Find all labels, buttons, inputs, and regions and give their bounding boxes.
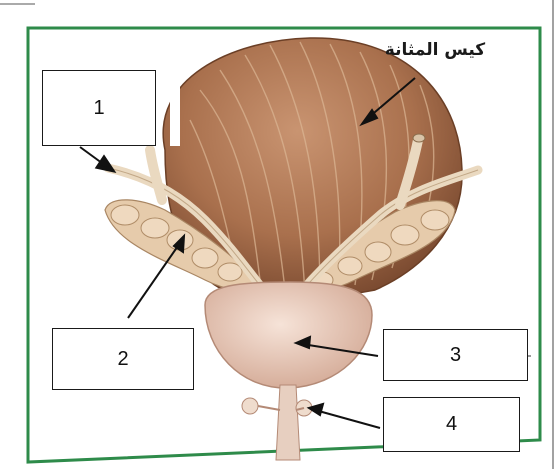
arrow-1-head: [98, 158, 112, 170]
ureter-right-opening: [413, 134, 425, 142]
box-3-number: 3: [450, 344, 461, 367]
prostate-gland: [205, 282, 372, 388]
ureter-left: [150, 150, 162, 200]
box-4-number: 4: [446, 413, 457, 436]
urethra: [276, 385, 300, 460]
box-1-number: 1: [93, 97, 104, 120]
white-bar: [170, 70, 180, 146]
box-2-number: 2: [117, 348, 128, 371]
bladder-sac-label: كيس المثانة: [360, 40, 510, 60]
answer-box-4[interactable]: 4: [383, 397, 520, 452]
bulbourethral-gland-left: [242, 398, 258, 414]
arrow-4: [315, 410, 380, 428]
answer-box-3[interactable]: 3: [383, 329, 528, 381]
answer-box-2[interactable]: 2: [52, 328, 194, 390]
answer-box-1[interactable]: 1: [42, 70, 156, 146]
